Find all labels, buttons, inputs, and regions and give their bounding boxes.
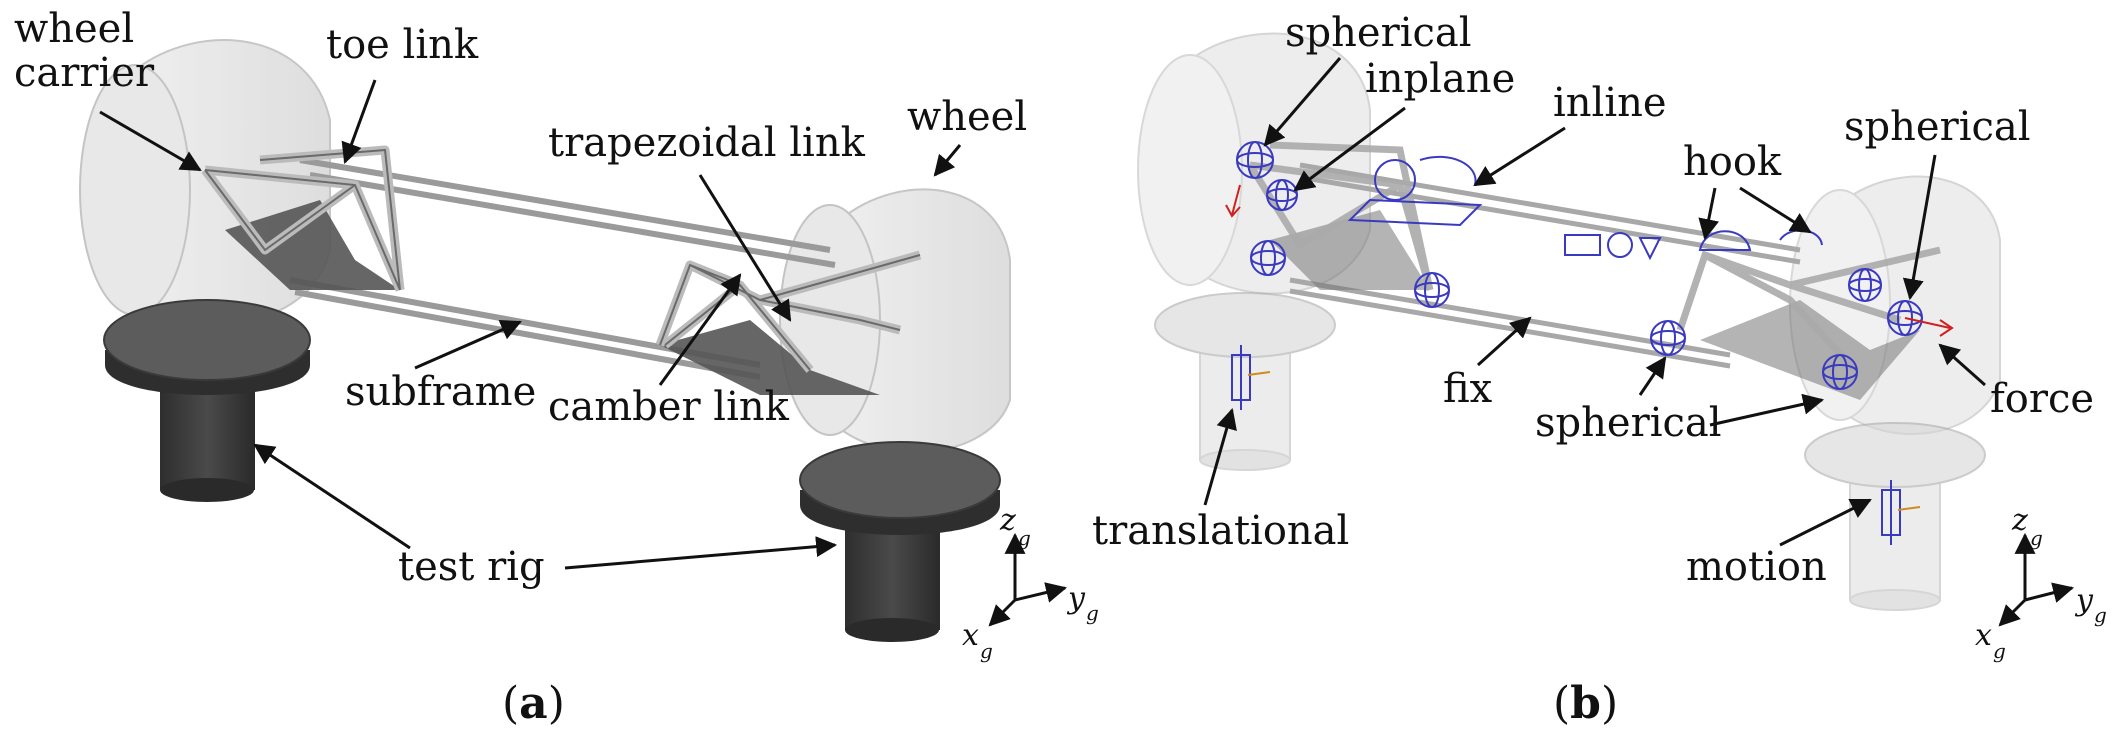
joint-sphere	[1250, 240, 1286, 276]
left-rig-b	[1154, 292, 1336, 471]
label-wheel-carrier-line1: wheel	[14, 6, 134, 52]
arrow-motion	[1779, 498, 1872, 547]
arrow-force	[1938, 343, 1986, 387]
right-rig-b	[1804, 422, 1986, 611]
axis-x-sub-a: g	[980, 639, 993, 663]
axes-b: z g y g x g	[1975, 503, 2107, 663]
right-wheel-a	[779, 188, 1011, 454]
arrow-toe-link	[341, 79, 377, 164]
fix-joint-symbol	[1564, 232, 1662, 261]
joint-sphere	[1414, 272, 1450, 308]
arrow-test-rig-right	[564, 536, 838, 570]
arrow-fix	[1476, 316, 1532, 367]
label-inline: inline	[1553, 80, 1667, 126]
joint-sphere	[1887, 300, 1923, 336]
arrow-inline	[1473, 126, 1566, 187]
label-test-rig: test rig	[398, 544, 545, 590]
arrow-trapezoidal-link	[698, 174, 792, 322]
arrow-hook-right	[1739, 186, 1812, 234]
arrow-inplane	[1293, 106, 1406, 192]
axis-z-a: z	[999, 503, 1016, 538]
label-wheel: wheel	[907, 94, 1027, 140]
motion-marker	[1881, 480, 1921, 545]
label-fix: fix	[1443, 366, 1493, 412]
label-spherical-bottom: spherical	[1535, 400, 1722, 446]
translational-marker	[1231, 345, 1271, 410]
caption-b: (b)	[1553, 678, 1618, 729]
panel-a: wheel carrier toe link trapezoidal link …	[14, 6, 1099, 729]
axis-x-b: x	[1975, 618, 1992, 653]
axis-x-a: x	[962, 618, 979, 653]
axis-z-b: z	[2011, 503, 2028, 538]
label-force: force	[1990, 376, 2094, 422]
axis-z-sub-a: g	[1018, 526, 1031, 550]
arrow-test-rig-left	[253, 443, 411, 550]
left-test-rig	[103, 299, 311, 502]
arrow-wheel-carrier	[99, 110, 202, 172]
label-toe-link: toe link	[326, 22, 479, 68]
panel-b: spherical inplane inline hook spherical …	[1092, 10, 2107, 729]
joint-sphere	[1822, 354, 1858, 390]
joint-sphere	[1236, 141, 1274, 179]
axis-z-sub-b: g	[2030, 526, 2043, 550]
label-hook: hook	[1683, 139, 1782, 185]
label-inplane: inplane	[1365, 56, 1515, 102]
arrow-spherical-bottom-left	[1638, 356, 1667, 396]
left-links-a	[201, 145, 405, 292]
label-motion: motion	[1686, 544, 1827, 590]
label-trapezoidal-link: trapezoidal link	[548, 120, 866, 166]
arrow-spherical-top	[1263, 57, 1342, 147]
label-spherical-top: spherical	[1285, 10, 1472, 56]
caption-a: (a)	[502, 678, 565, 729]
joint-sphere	[1848, 268, 1882, 302]
force-marker	[1225, 184, 1954, 337]
label-subframe: subframe	[345, 369, 536, 415]
axis-x-sub-b: g	[1993, 639, 2006, 663]
arrow-spherical-right	[1902, 154, 1937, 301]
label-wheel-carrier-line2: carrier	[14, 50, 155, 96]
label-spherical-right: spherical	[1844, 104, 2031, 150]
right-test-rig	[799, 441, 1001, 642]
axes-a: z g y g x g	[962, 503, 1099, 663]
arrow-translational	[1203, 407, 1237, 506]
arrow-subframe	[414, 319, 522, 370]
joints-b	[1236, 141, 1923, 390]
axis-y-b: y	[2074, 583, 2094, 618]
arrow-wheel	[933, 144, 962, 177]
joint-sphere	[1266, 179, 1298, 211]
label-translational: translational	[1092, 508, 1349, 554]
axis-y-sub-b: g	[2094, 603, 2107, 627]
arrow-hook-left	[1698, 187, 1720, 241]
links-b	[1247, 141, 1941, 400]
arrow-spherical-bottom-right	[1709, 393, 1825, 427]
arrow-camber-link	[658, 273, 742, 386]
axis-y-sub-a: g	[1086, 601, 1099, 625]
axis-y-a: y	[1066, 581, 1086, 616]
label-camber-link: camber link	[548, 384, 790, 430]
joint-sphere	[1650, 320, 1686, 356]
